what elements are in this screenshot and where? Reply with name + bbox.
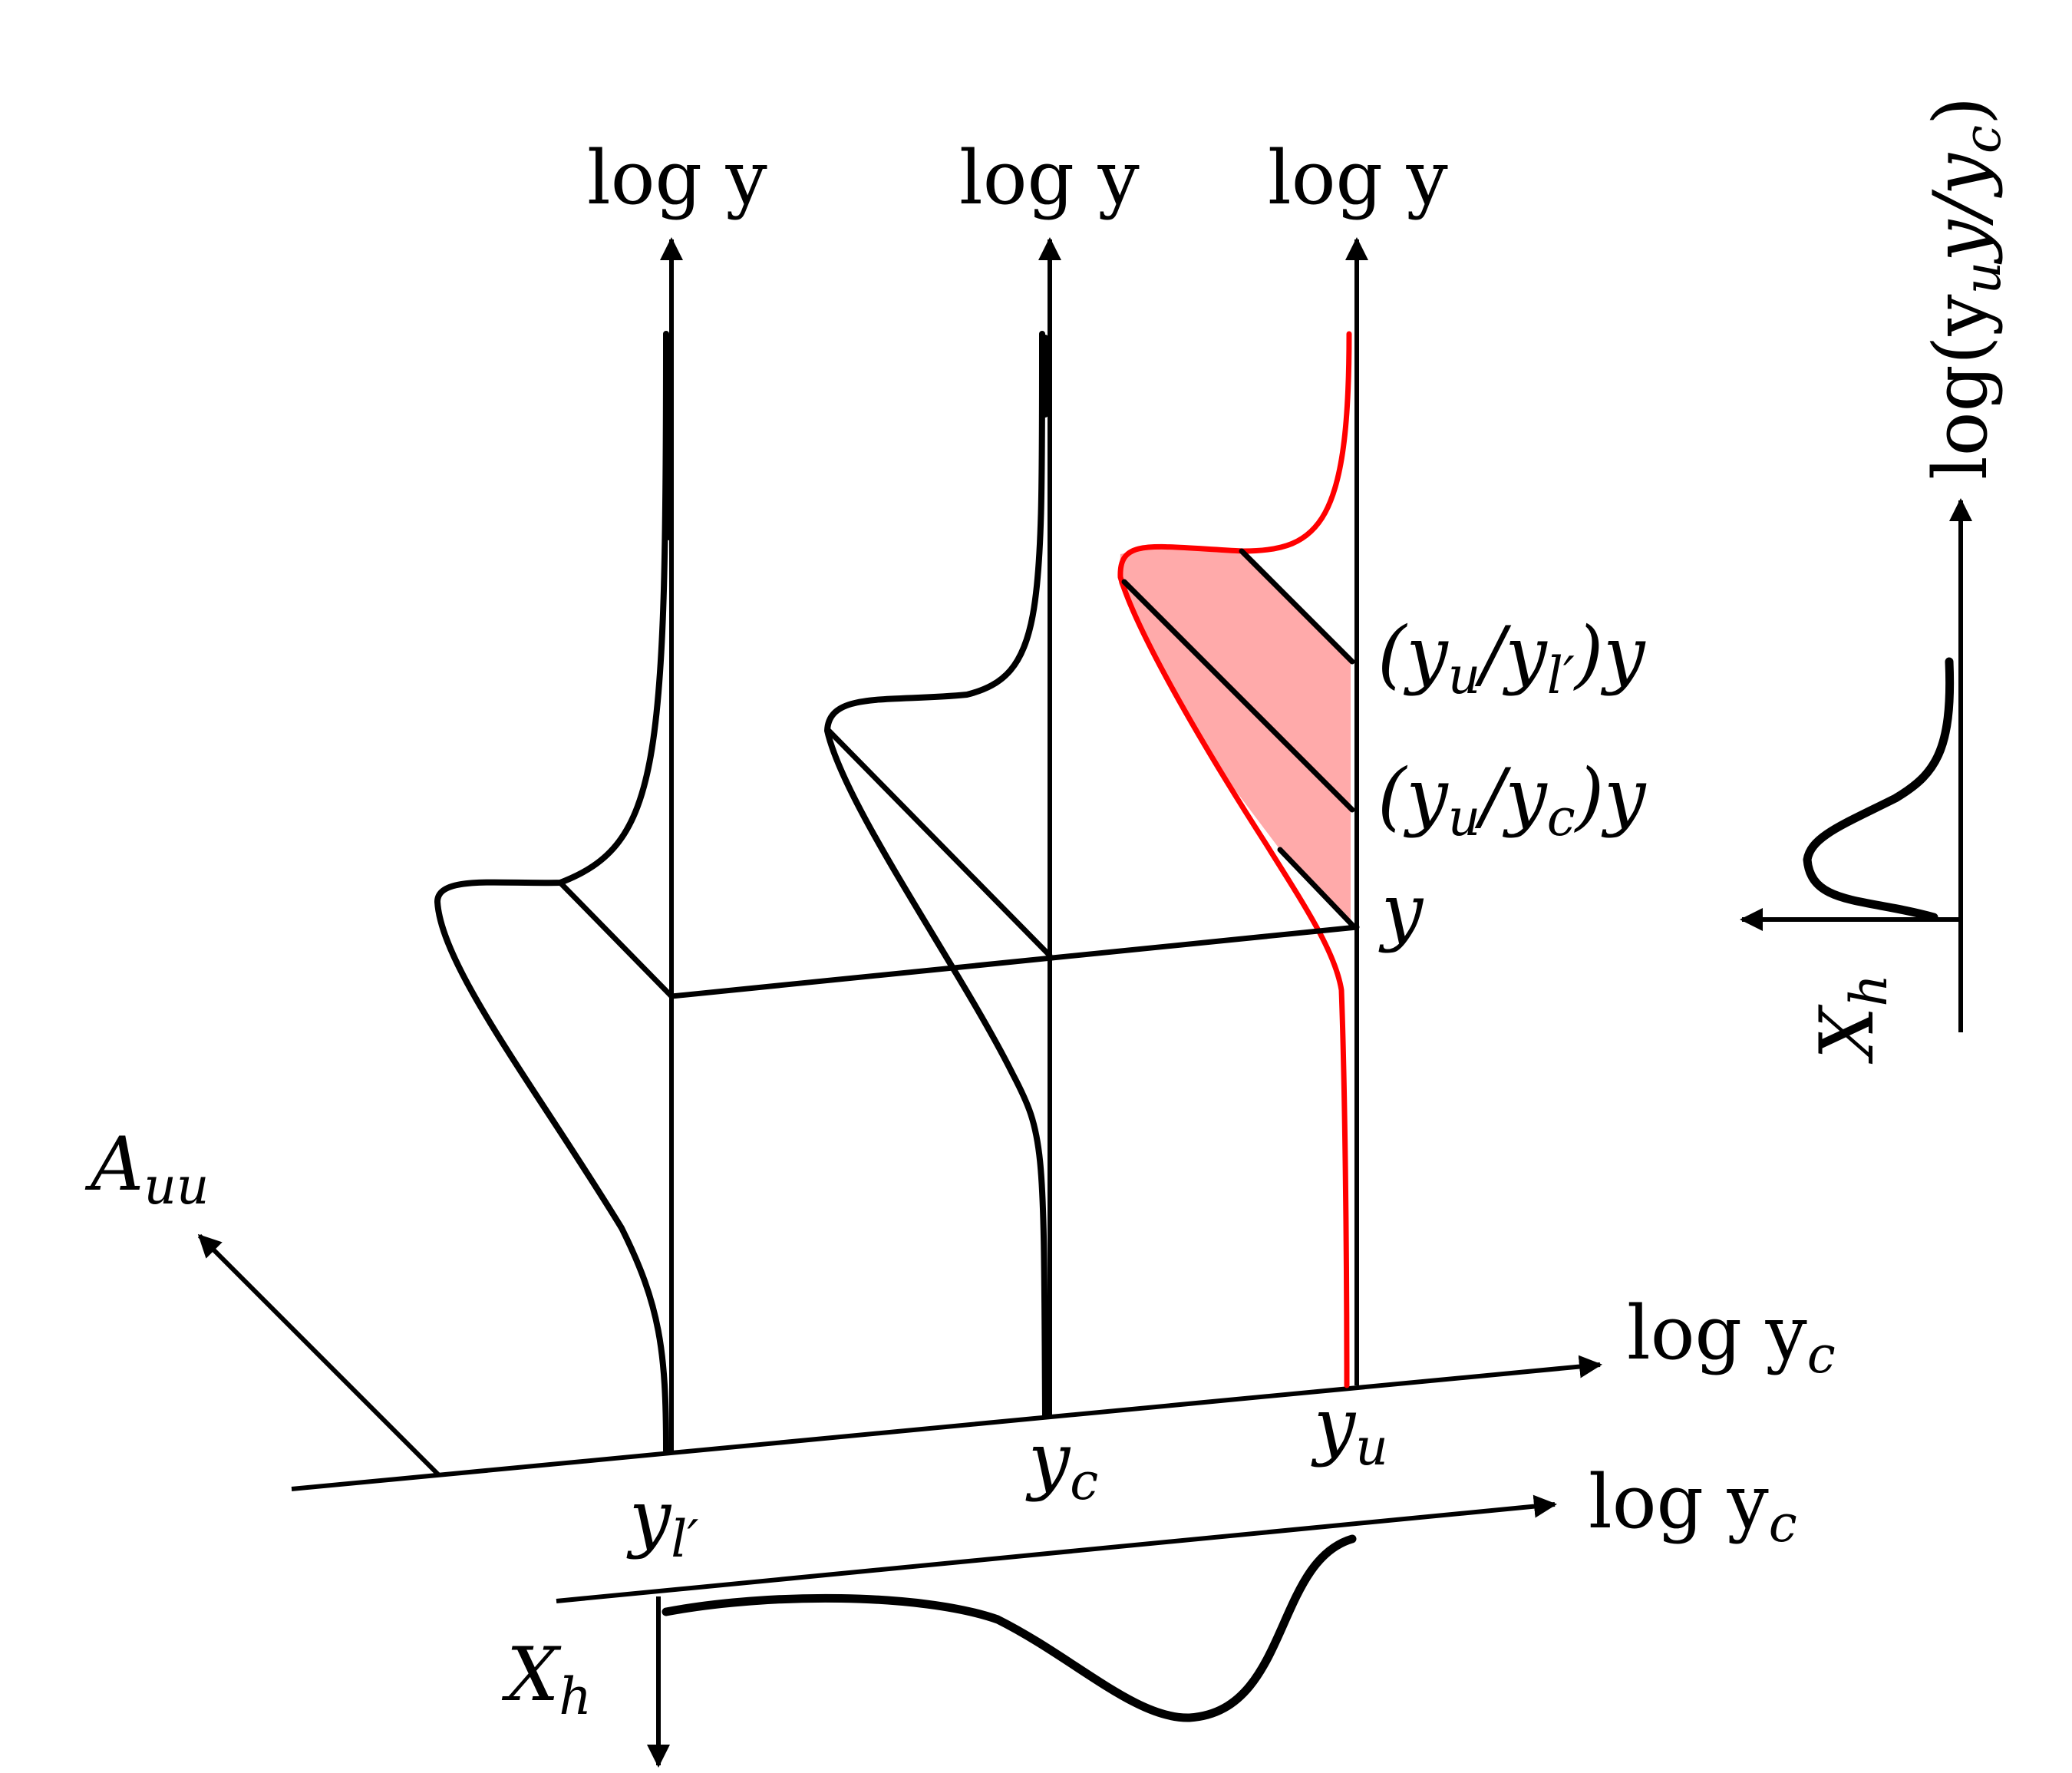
projection-line-yu-low xyxy=(1277,847,1355,928)
bottom-axis-log-yc xyxy=(556,1494,1557,1603)
projection-line-yu-top xyxy=(1239,548,1355,665)
label-log-y-3: log y xyxy=(1268,135,1448,221)
projection-line-yl xyxy=(557,880,675,999)
connector-line xyxy=(668,924,1360,999)
label-log-y-1: log y xyxy=(587,135,767,221)
label-A-uu: Auu xyxy=(84,1121,209,1216)
label-yc: yc xyxy=(1025,1417,1098,1511)
base-axis-log-yc xyxy=(291,1355,1602,1491)
label-X-h-right: Xh xyxy=(1804,974,1899,1065)
projection-line-yu-mid xyxy=(1121,579,1355,813)
bottom-xh-curve xyxy=(662,1534,1357,1722)
label-X-h-bottom: Xh xyxy=(501,1632,592,1726)
label-right-axis: log(yuy/yc) xyxy=(1918,97,2012,480)
distribution-curve-yl xyxy=(434,331,669,1454)
distribution-curve-yc xyxy=(824,331,1048,1419)
axis-A-uu xyxy=(197,1233,441,1478)
label-log-yc-lower: log yc xyxy=(1589,1459,1797,1553)
label-ratio-yl: (yu/yl′)y xyxy=(1377,611,1646,705)
label-ratio-yc: (yu/yc)y xyxy=(1377,753,1647,847)
highlight-region xyxy=(1119,547,1351,927)
label-yl-prime: yl′ xyxy=(626,1474,698,1569)
label-yu: yu xyxy=(1311,1382,1388,1477)
label-log-yc-upper: log yc xyxy=(1627,1290,1836,1385)
label-log-y-2: log y xyxy=(959,135,1140,221)
label-y: y xyxy=(1378,868,1424,954)
projection-line-yc xyxy=(826,728,1053,959)
right-xh-curve xyxy=(1803,657,1955,922)
distribution-curve-yu xyxy=(1117,331,1352,1388)
